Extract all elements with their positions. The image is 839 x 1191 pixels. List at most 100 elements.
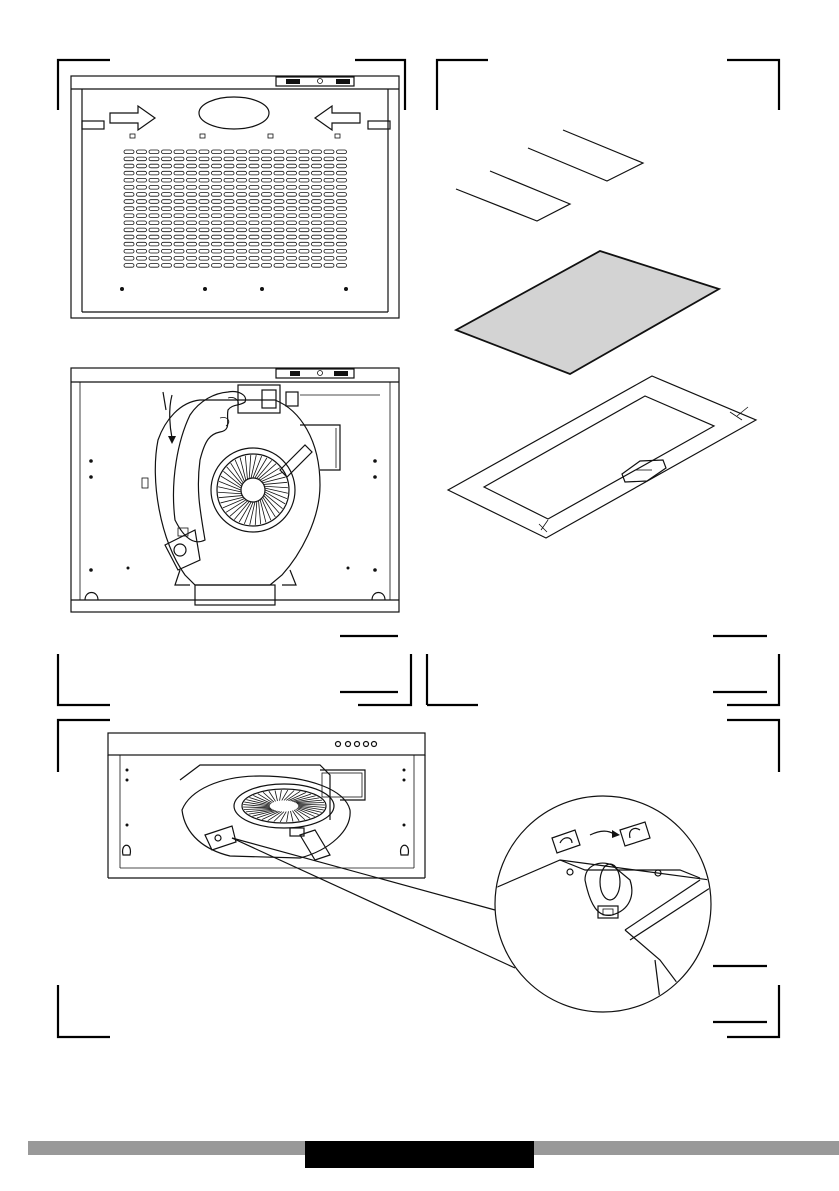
filter-slot: [249, 221, 259, 225]
figure-hood-underside: [0, 0, 420, 330]
filter-slot: [199, 264, 209, 268]
filter-slot: [237, 193, 247, 197]
filter-slot: [312, 164, 322, 168]
filter-slot: [287, 193, 297, 197]
filter-slot: [287, 228, 297, 232]
filter-slot: [149, 164, 159, 168]
fan-blade: [280, 812, 286, 822]
filter-slot: [262, 157, 272, 161]
filter-slot: [137, 228, 147, 232]
filter-slot: [324, 178, 334, 182]
filter-slot: [237, 235, 247, 239]
filter-slot: [124, 249, 134, 253]
filter-slot: [224, 214, 234, 218]
filter-slot: [199, 157, 209, 161]
filter-slot: [212, 221, 222, 225]
filter-slot: [137, 200, 147, 204]
filter-slot: [137, 249, 147, 253]
fan-blade: [243, 807, 270, 808]
fan-blade: [269, 791, 276, 801]
filter-slot: [224, 178, 234, 182]
filter-slot: [237, 249, 247, 253]
filter-slot: [124, 193, 134, 197]
filter-slot: [187, 242, 197, 246]
filter-slot: [274, 235, 284, 239]
filter-slot: [237, 164, 247, 168]
filter-slot: [224, 242, 234, 246]
filter-slot: [262, 200, 272, 204]
filter-slot: [237, 186, 247, 190]
fan-blade: [291, 811, 293, 822]
filter-slot: [212, 235, 222, 239]
filter-slot: [212, 257, 222, 261]
filter-slot: [199, 193, 209, 197]
filter-slot: [262, 249, 272, 253]
filter-slot: [174, 264, 184, 268]
fan-blade: [219, 496, 242, 498]
filter-slot: [149, 193, 159, 197]
filter-slot: [137, 264, 147, 268]
filter-slot: [199, 221, 209, 225]
filter-slot: [162, 178, 172, 182]
filter-slot: [124, 235, 134, 239]
filter-slot: [137, 235, 147, 239]
filter-slot: [187, 171, 197, 175]
filter-slot: [212, 171, 222, 175]
filter-slot: [312, 207, 322, 211]
filter-slot: [262, 178, 272, 182]
filter-slot: [199, 178, 209, 182]
filter-slot: [149, 235, 159, 239]
filter-slot: [249, 242, 259, 246]
filter-slot: [262, 214, 272, 218]
filter-slot: [324, 264, 334, 268]
filter-slot: [187, 150, 197, 154]
filter-slot: [262, 171, 272, 175]
fan-blade: [297, 802, 324, 803]
filter-slot: [324, 193, 334, 197]
filter-slot: [262, 221, 272, 225]
fan-blade: [292, 811, 299, 821]
filter-slot: [324, 200, 334, 204]
filter-slot: [137, 171, 147, 175]
filter-slot: [137, 214, 147, 218]
filter-slot: [312, 193, 322, 197]
filter-slot: [174, 221, 184, 225]
filter-slot: [237, 171, 247, 175]
filter-slot: [174, 171, 184, 175]
filter-slot: [274, 171, 284, 175]
filter-slot: [199, 235, 209, 239]
filter-slot: [149, 257, 159, 261]
filter-slot: [337, 207, 347, 211]
filter-slot: [262, 257, 272, 261]
filter-slot: [249, 150, 259, 154]
filter-slot: [137, 186, 147, 190]
filter-slot: [149, 221, 159, 225]
fan-blade: [245, 456, 247, 479]
filter-slot: [324, 171, 334, 175]
filter-slot: [187, 164, 197, 168]
filter-slot: [287, 221, 297, 225]
filter-slot: [324, 214, 334, 218]
filter-slot: [337, 171, 347, 175]
filter-slot: [149, 171, 159, 175]
filter-slot: [337, 214, 347, 218]
filter-slot: [237, 264, 247, 268]
filter-slot: [337, 249, 347, 253]
filter-slot: [124, 157, 134, 161]
filter-slot: [299, 193, 309, 197]
filter-slot: [212, 214, 222, 218]
filter-slot: [124, 200, 134, 204]
filter-slot: [187, 200, 197, 204]
filter-slot: [249, 257, 259, 261]
filter-slot: [162, 150, 172, 154]
filter-slot: [199, 150, 209, 154]
filter-slot: [299, 207, 309, 211]
filter-slot: [199, 207, 209, 211]
filter-slot: [324, 257, 334, 261]
filter-slot: [287, 178, 297, 182]
filter-slot: [187, 235, 197, 239]
filter-slot: [287, 164, 297, 168]
filter-slot: [237, 242, 247, 246]
filter-slot: [162, 186, 172, 190]
filter-slot: [187, 221, 197, 225]
